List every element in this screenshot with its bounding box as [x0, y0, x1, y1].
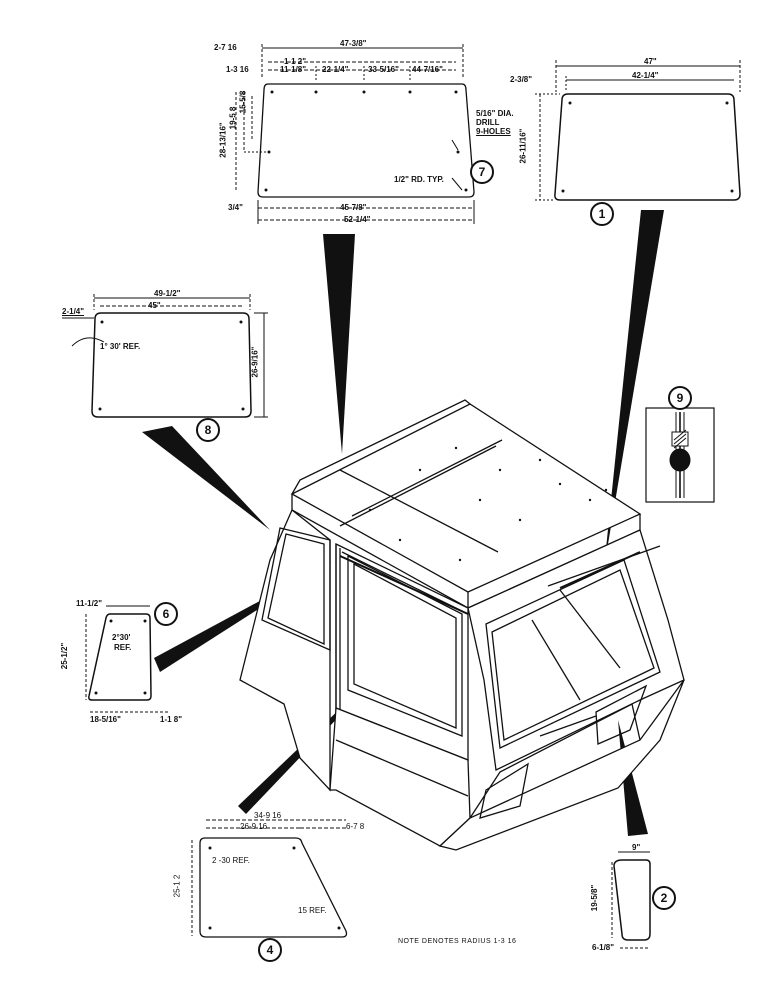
callout-4: 4	[258, 938, 282, 962]
p6-angle-note-2: REF.	[114, 643, 132, 652]
callout-2: 2	[652, 886, 676, 910]
p7-dim-m: 45-7/8"	[340, 203, 367, 212]
p8-dim-a: 2-1/4"	[62, 307, 85, 316]
callout-9: 9	[668, 386, 692, 410]
p7-radius-note: 1/2" RD. TYP.	[394, 175, 444, 184]
callout-1: 1	[590, 202, 614, 226]
p6-dim-a: 11-1/2"	[76, 599, 103, 608]
p7-drill-note-2: DRILL	[476, 118, 500, 127]
callout-7: 7	[470, 160, 494, 184]
glass-panel-2	[611, 851, 651, 949]
glass-panel-8	[62, 294, 268, 418]
p1-dim-c: 42-1/4"	[632, 71, 659, 80]
p8-dim-b: 49-1/2"	[154, 289, 181, 298]
p7-dim-d: 1-3 16	[226, 65, 249, 74]
glass-panel-6	[85, 605, 168, 713]
glass-panel-7	[235, 44, 475, 224]
p4-angle-note-2: 15 REF.	[298, 906, 327, 915]
p4-dim-b: 26-9 16	[240, 822, 268, 831]
p2-dim-b: 19-5/8"	[590, 884, 600, 912]
tractor-cab	[239, 399, 685, 851]
glass-panel-4	[191, 819, 348, 938]
p6-dim-b: 25-1/2"	[60, 642, 70, 670]
glass-panel-1	[535, 60, 741, 201]
callout-8: 8	[196, 418, 220, 442]
p7-drill-note-1: 5/16" DIA.	[476, 109, 514, 118]
glass-panel-9-detail	[645, 407, 715, 503]
p7-dim-c: 1-1 2"	[284, 57, 307, 66]
p2-dim-a: 9"	[632, 843, 641, 852]
p7-dim-e: 11-1/8"	[280, 65, 307, 74]
p1-dim-d: 26-11/16"	[518, 128, 528, 164]
p4-dim-c: 6-7 8	[346, 822, 365, 831]
p7-dim-n: 52-1/4"	[344, 215, 371, 224]
p1-dim-b: 2-3/8"	[510, 75, 533, 84]
callout-6: 6	[154, 602, 178, 626]
p7-dim-g: 33-5/16"	[368, 65, 399, 74]
p4-dim-d: 25-1 2	[172, 874, 182, 898]
p4-angle-note-1: 2 -30 REF.	[212, 856, 250, 865]
p1-dim-a: 47"	[644, 57, 657, 66]
p7-dim-l: 3/4"	[228, 203, 243, 212]
p7-dim-j: 19-5 8	[228, 106, 238, 130]
p7-dim-h: 44-7/16"	[412, 65, 443, 74]
p8-dim-c: 45"	[148, 301, 161, 310]
p7-dim-a: 2-7 16	[214, 43, 237, 52]
p6-dim-c: 18-5/16"	[90, 715, 121, 724]
p7-dim-k: 15-5/8	[238, 90, 248, 114]
p6-dim-d: 1-1 8"	[160, 715, 183, 724]
p7-drill-note-3: 9-HOLES	[476, 127, 511, 136]
p8-angle-note: 1° 30' REF.	[100, 342, 141, 351]
p2-dim-c: 6-1/8"	[592, 943, 615, 952]
p7-dim-f: 22-1/4"	[322, 65, 349, 74]
p4-dim-a: 34-9 16	[254, 811, 282, 820]
p7-dim-b: 47-3/8"	[340, 39, 367, 48]
radius-note: NOTE DENOTES RADIUS 1-3 16	[398, 938, 517, 945]
p6-angle-note-1: 2°30'	[112, 633, 131, 642]
p7-dim-i: 28-13/16"	[218, 122, 228, 158]
p8-dim-d: 26-9/16"	[250, 346, 260, 378]
